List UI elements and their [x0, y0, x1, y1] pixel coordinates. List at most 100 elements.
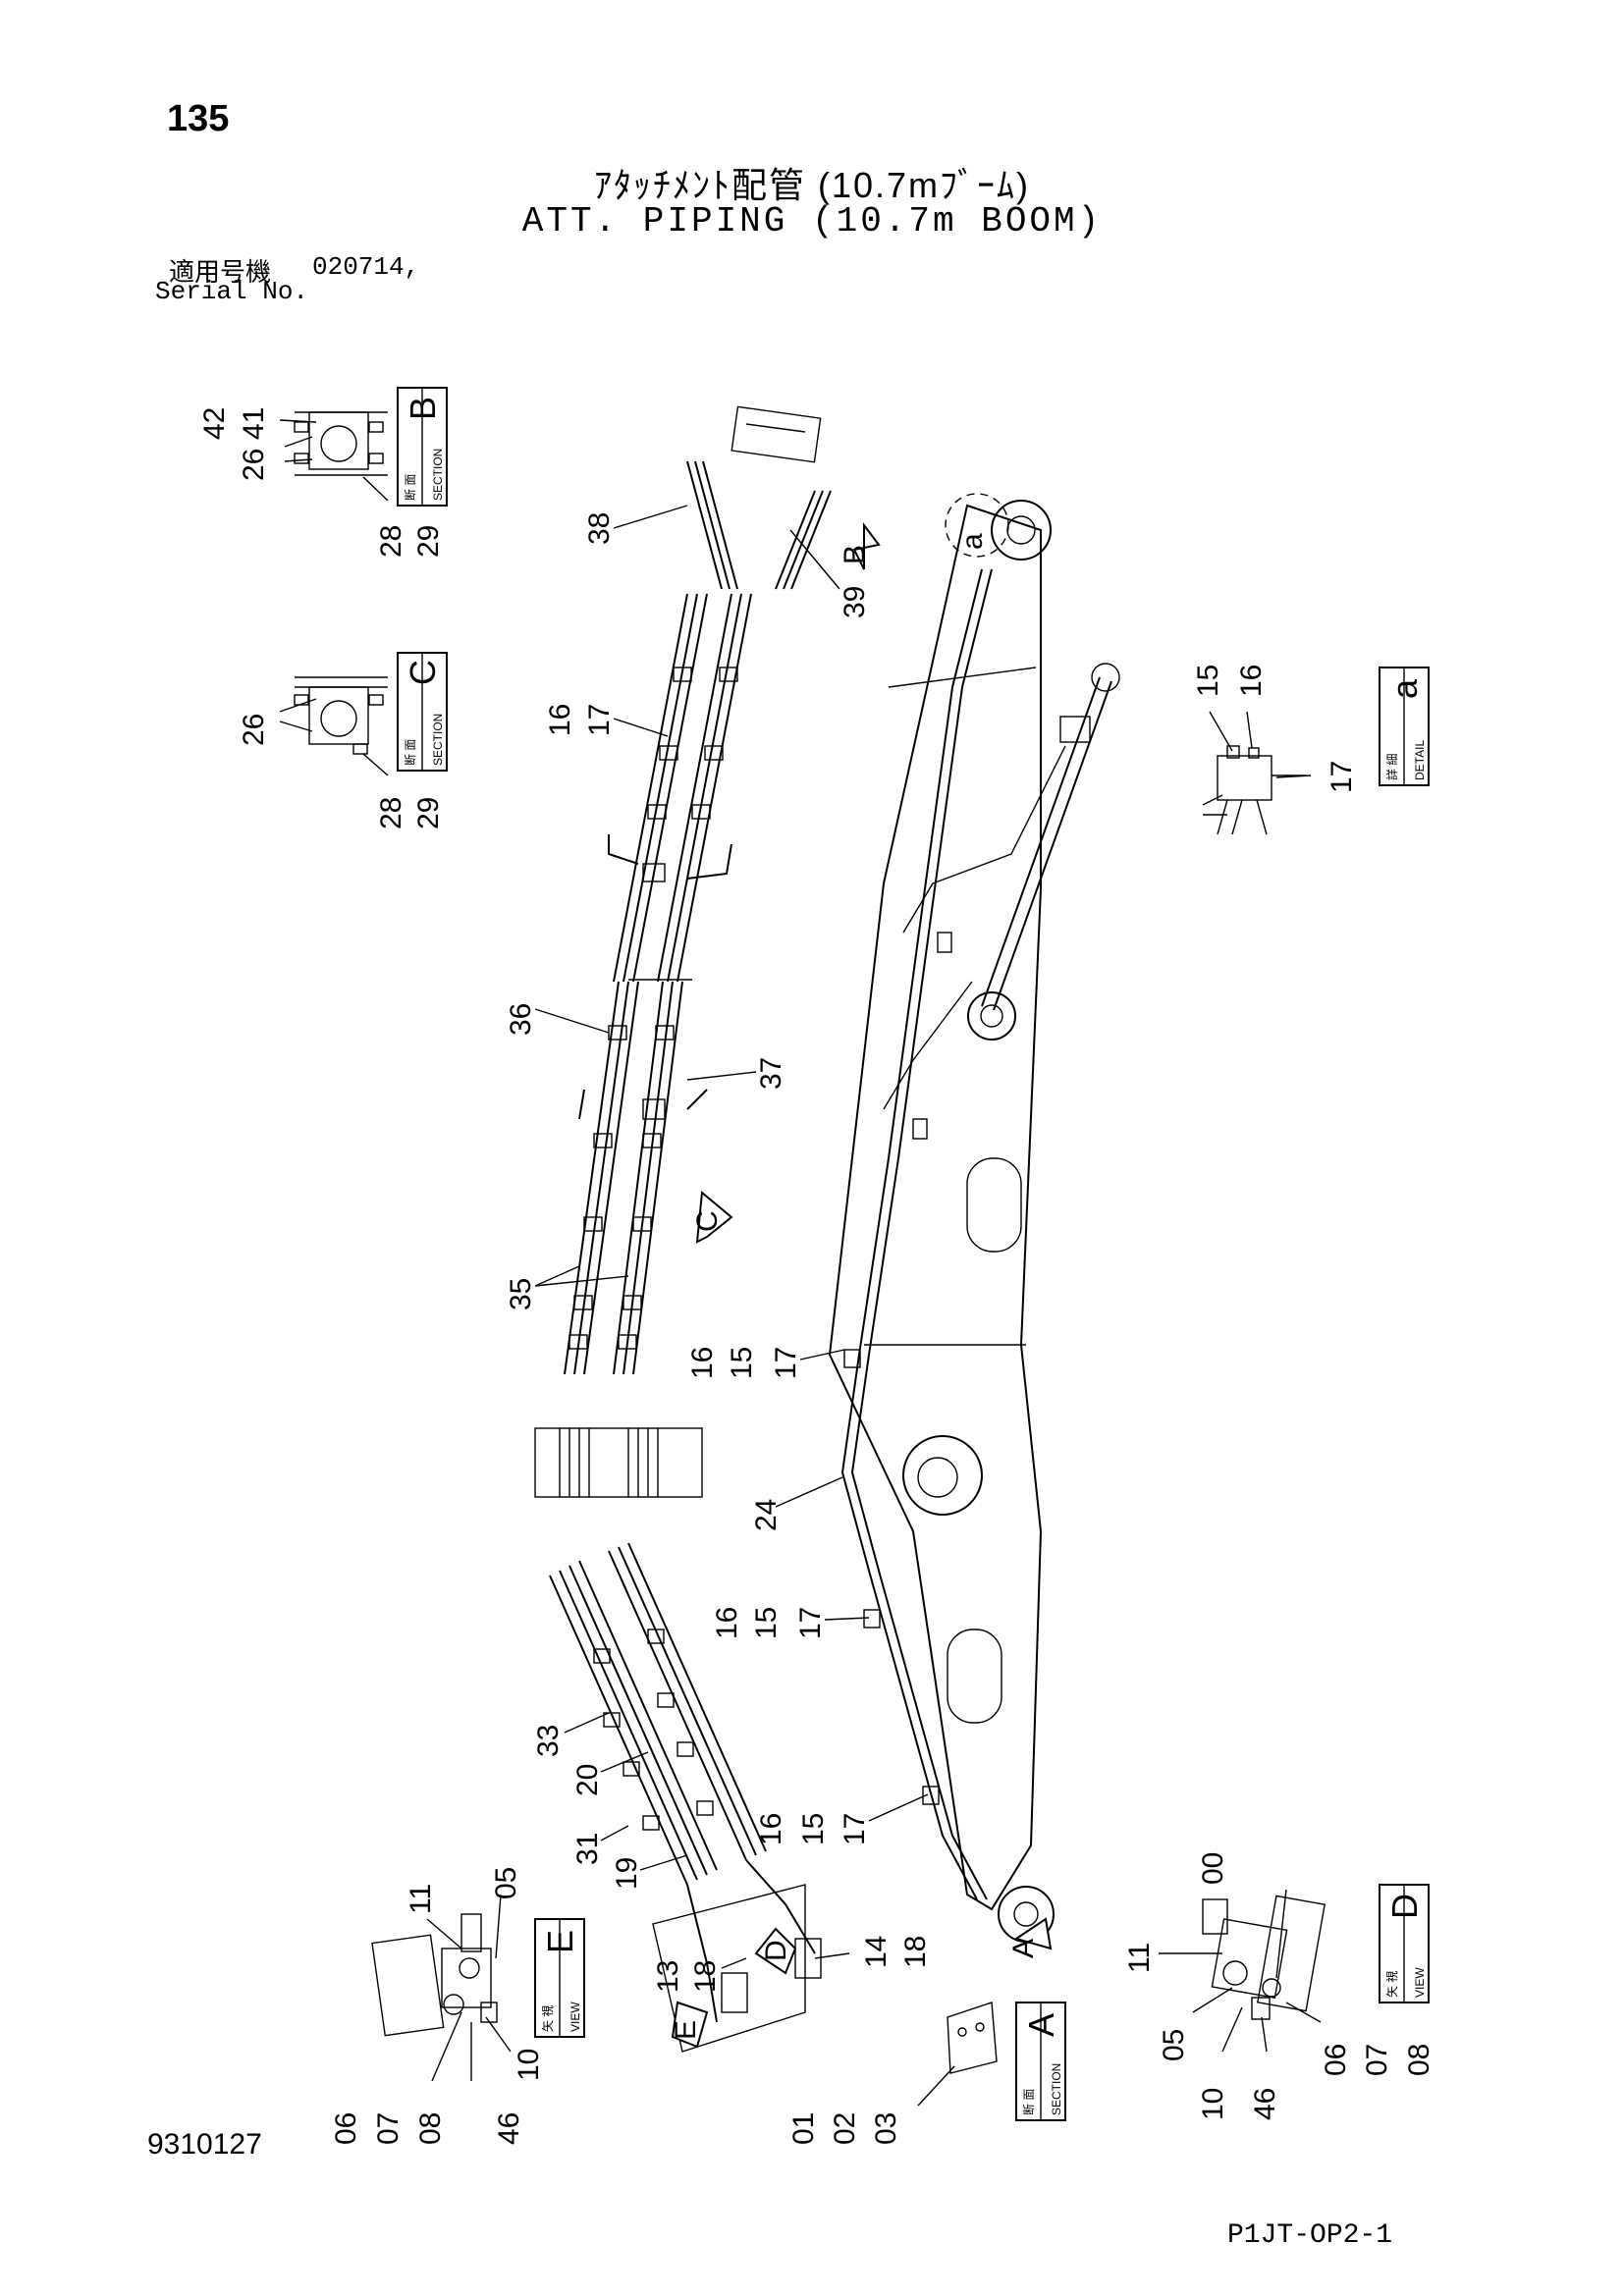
- callout-16: 16: [686, 1347, 719, 1379]
- callout-28: 28: [375, 525, 407, 558]
- callout-31: 31: [571, 1833, 604, 1865]
- arrow-label-e: E: [670, 2020, 702, 2040]
- arrow-label-c: C: [691, 1210, 724, 1232]
- section-a-diagram: [917, 2002, 998, 2107]
- view-d-kanji: 矢 視: [1384, 1971, 1399, 1998]
- callout-17: 17: [839, 1813, 871, 1845]
- view-e-kanji: 矢 視: [540, 2005, 555, 2032]
- section-a-label: A 断 面 SECTION: [1015, 2002, 1066, 2121]
- arrow-marker-b: [852, 522, 881, 570]
- detail-a-kanji: 詳 細: [1384, 754, 1399, 780]
- callout-26: 26: [238, 449, 270, 481]
- serial-label-japanese: 適用号機: [169, 257, 272, 287]
- section-b-label: B 断 面 SECTION: [397, 387, 448, 507]
- callout-07: 07: [1361, 2044, 1393, 2076]
- callout-35: 35: [505, 1278, 537, 1310]
- section-c-label: C 断 面 SECTION: [397, 652, 448, 772]
- callout-42: 42: [198, 407, 231, 440]
- middle-piping: [564, 981, 708, 1375]
- view-d-label: D 矢 視 VIEW: [1379, 1884, 1430, 2003]
- callout-29: 29: [412, 797, 445, 829]
- arrow-marker-c: [695, 1191, 733, 1244]
- callout-15: 15: [1192, 665, 1224, 697]
- detail-marker-a: a: [956, 533, 989, 550]
- section-c-diagram: [279, 676, 389, 776]
- callout-16: 16: [544, 704, 576, 736]
- callout-17: 17: [583, 704, 616, 736]
- section-c-caption: SECTION: [431, 714, 445, 766]
- section-b-letter: B: [403, 397, 443, 420]
- serial-value: 020714,: [312, 252, 420, 282]
- callout-08: 08: [414, 2112, 447, 2145]
- view-d-letter: D: [1384, 1894, 1425, 1919]
- arrow-marker-e: [671, 2001, 709, 2049]
- title-japanese: ｱﾀｯﾁﾒﾝﾄ配管 (10.7mﾌﾞｰﾑ): [593, 165, 1031, 205]
- section-b-caption: SECTION: [431, 449, 445, 501]
- callout-03: 03: [870, 2112, 902, 2145]
- callout-13: 13: [652, 1960, 684, 1993]
- callout-20: 20: [571, 1764, 604, 1796]
- lower-piping: [549, 1542, 822, 2053]
- callout-46: 46: [1249, 2088, 1281, 2120]
- callout-11: 11: [405, 1884, 437, 1914]
- callout-06: 06: [330, 2112, 362, 2145]
- section-b-diagram: [279, 411, 389, 502]
- callout-26: 26: [238, 714, 270, 746]
- callout-39: 39: [839, 586, 871, 618]
- callout-08: 08: [1403, 2044, 1435, 2076]
- callout-17: 17: [794, 1607, 827, 1639]
- callout-36: 36: [505, 1003, 537, 1036]
- callout-37: 37: [755, 1057, 787, 1090]
- section-a-caption: SECTION: [1050, 2063, 1063, 2115]
- arrow-marker-d: [754, 1927, 797, 1975]
- callout-29: 29: [412, 525, 445, 558]
- arrow-label-d: D: [760, 1940, 792, 1961]
- section-b-kanji: 断 面: [403, 474, 417, 501]
- title-english: ATT. PIPING (10.7m BOOM): [521, 201, 1103, 241]
- view-e-diagram: [371, 1894, 512, 2082]
- detail-a-label: a 詳 細 DETAIL: [1379, 667, 1430, 786]
- arrow-marker-a: [1013, 1917, 1053, 1950]
- view-d-caption: VIEW: [1413, 1967, 1427, 1998]
- section-a-kanji: 断 面: [1021, 2089, 1036, 2115]
- callout-15: 15: [726, 1347, 758, 1379]
- view-e-caption: VIEW: [568, 2002, 582, 2032]
- callout-41: 41: [238, 407, 270, 440]
- detail-a-letter: a: [1384, 678, 1425, 699]
- callout-07: 07: [372, 2112, 405, 2145]
- view-e-label: E 矢 視 VIEW: [534, 1918, 585, 2038]
- callout-16: 16: [755, 1813, 787, 1845]
- serial-label-english: Serial No.: [155, 277, 309, 306]
- callout-01: 01: [787, 2112, 820, 2145]
- upper-piping: [608, 405, 832, 983]
- callout-14: 14: [860, 1936, 893, 1968]
- arrow-label-b: B: [839, 545, 871, 564]
- callout-11: 11: [1123, 1943, 1156, 1973]
- callout-15: 15: [750, 1607, 783, 1639]
- drawing-number: 9310127: [147, 2128, 262, 2161]
- section-c-letter: C: [403, 660, 443, 685]
- page-number: 135: [167, 98, 230, 139]
- callout-18: 18: [899, 1936, 932, 1968]
- callout-16: 16: [1235, 665, 1268, 697]
- callout-00: 00: [1197, 1852, 1229, 1885]
- callout-16: 16: [711, 1607, 743, 1639]
- callout-33: 33: [532, 1725, 565, 1757]
- view-e-letter: E: [540, 1930, 580, 1953]
- callout-28: 28: [375, 797, 407, 829]
- boom-body: [828, 493, 1120, 1943]
- detail-a-diagram: [1202, 711, 1312, 835]
- callout-10: 10: [513, 2049, 545, 2081]
- callout-17: 17: [1326, 761, 1358, 793]
- callout-18: 18: [689, 1960, 722, 1993]
- view-d-diagram: [1159, 1889, 1326, 2053]
- callout-17: 17: [770, 1347, 802, 1379]
- section-c-kanji: 断 面: [403, 739, 417, 766]
- break-section: [534, 1427, 703, 1498]
- callout-05: 05: [1158, 2029, 1190, 2061]
- arrow-label-a: A: [1007, 1939, 1040, 1958]
- callout-24: 24: [750, 1499, 783, 1531]
- section-a-letter: A: [1021, 2013, 1061, 2037]
- callout-10: 10: [1197, 2088, 1229, 2120]
